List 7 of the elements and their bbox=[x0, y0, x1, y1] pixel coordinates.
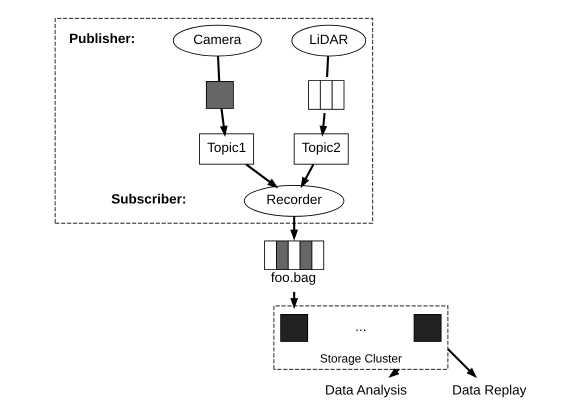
label: Subscriber: bbox=[111, 191, 186, 206]
node-label: Storage Cluster bbox=[320, 352, 402, 366]
node-label: foo.bag bbox=[270, 270, 316, 286]
node-text: Data Analysis bbox=[325, 382, 407, 398]
label: ... bbox=[355, 319, 367, 334]
node-text: Data Replay bbox=[452, 382, 526, 398]
label: Publisher: bbox=[69, 30, 136, 46]
